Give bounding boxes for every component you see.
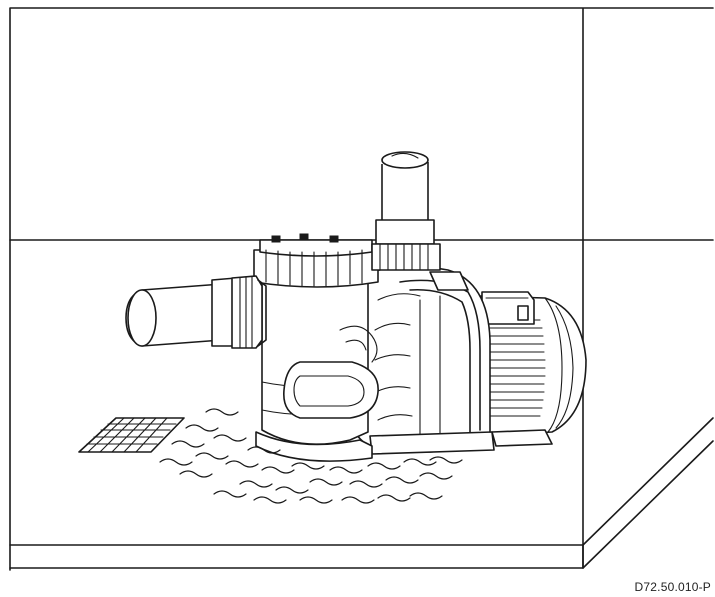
pump-housing xyxy=(349,265,495,455)
inlet-pipe xyxy=(125,275,267,349)
floor-drain-grate xyxy=(78,417,185,453)
outlet-pipe xyxy=(371,151,441,271)
strainer-basket-housing xyxy=(253,233,379,462)
connector-pipe xyxy=(283,325,379,419)
drawing-reference-code: D72.50.010-P xyxy=(634,580,711,594)
pump-motor xyxy=(477,291,587,447)
room-outline xyxy=(9,7,714,571)
water-leak-lines xyxy=(159,408,463,504)
